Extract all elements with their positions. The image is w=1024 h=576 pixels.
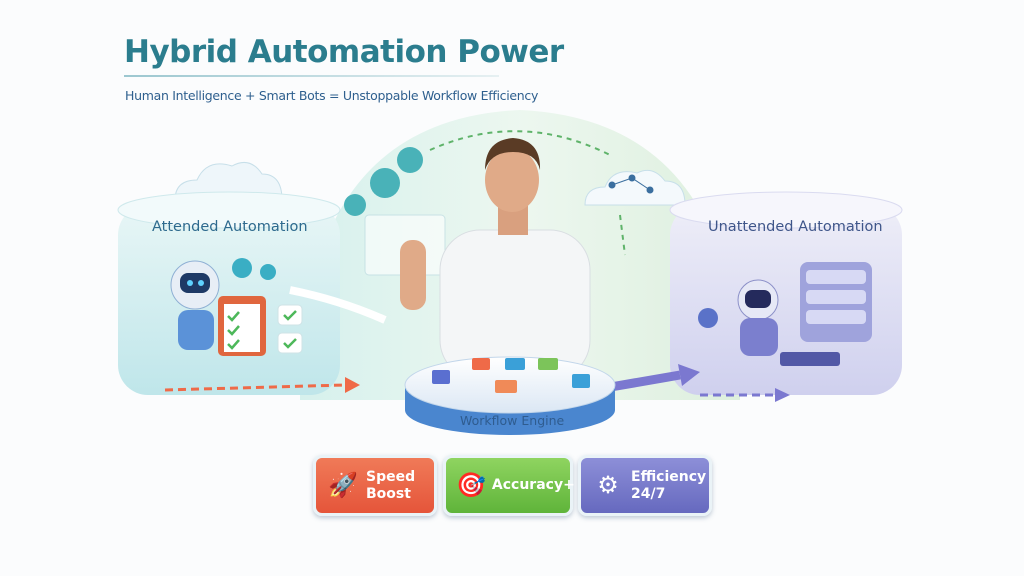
badge-line2: Boost: [366, 485, 411, 502]
arrow-to-engine: [289, 286, 387, 324]
workflow-engine-label: Workflow Engine: [460, 413, 565, 428]
person-illustration: [400, 138, 591, 381]
workflow-engine-disc: [404, 356, 616, 435]
unattended-automation-label: Unattended Automation: [708, 219, 883, 235]
gear-check-icon: ⚙: [597, 471, 619, 499]
title-underline: [124, 75, 499, 77]
rocket-icon: 🚀: [328, 471, 358, 499]
gear-icon: [698, 308, 718, 328]
badge-line1: Accuracy+: [491, 477, 575, 493]
purple-arrow: [604, 370, 681, 393]
laptop-icon: [780, 352, 840, 366]
page-title: Hybrid Automation Power: [124, 34, 564, 70]
gear-icon: [232, 258, 276, 280]
badge-line2: 24/7: [631, 485, 666, 502]
orange-dashed-arrow: [164, 383, 346, 392]
page-subtitle: Human Intelligence + Smart Bots = Unstop…: [125, 88, 539, 103]
gear-icon: [344, 147, 423, 216]
robot-icon: [170, 260, 220, 350]
attended-automation-panel: [117, 191, 341, 395]
badge-line1: Efficiency: [631, 468, 707, 485]
target-check-icon: 🎯: [456, 471, 486, 499]
robot-icon: [737, 279, 779, 356]
network-cloud-icon: [608, 174, 654, 194]
attended-automation-label: Attended Automation: [152, 219, 308, 235]
server-icon: [800, 262, 872, 342]
clipboard-icon: [218, 296, 266, 356]
checkmark-icon: [277, 304, 303, 354]
dashed-flow-arrow: [429, 130, 611, 156]
accuracy-badge: 🎯 Accuracy+: [443, 455, 575, 516]
badge-line1: Speed: [366, 468, 416, 485]
unattended-automation-panel: [669, 191, 903, 395]
